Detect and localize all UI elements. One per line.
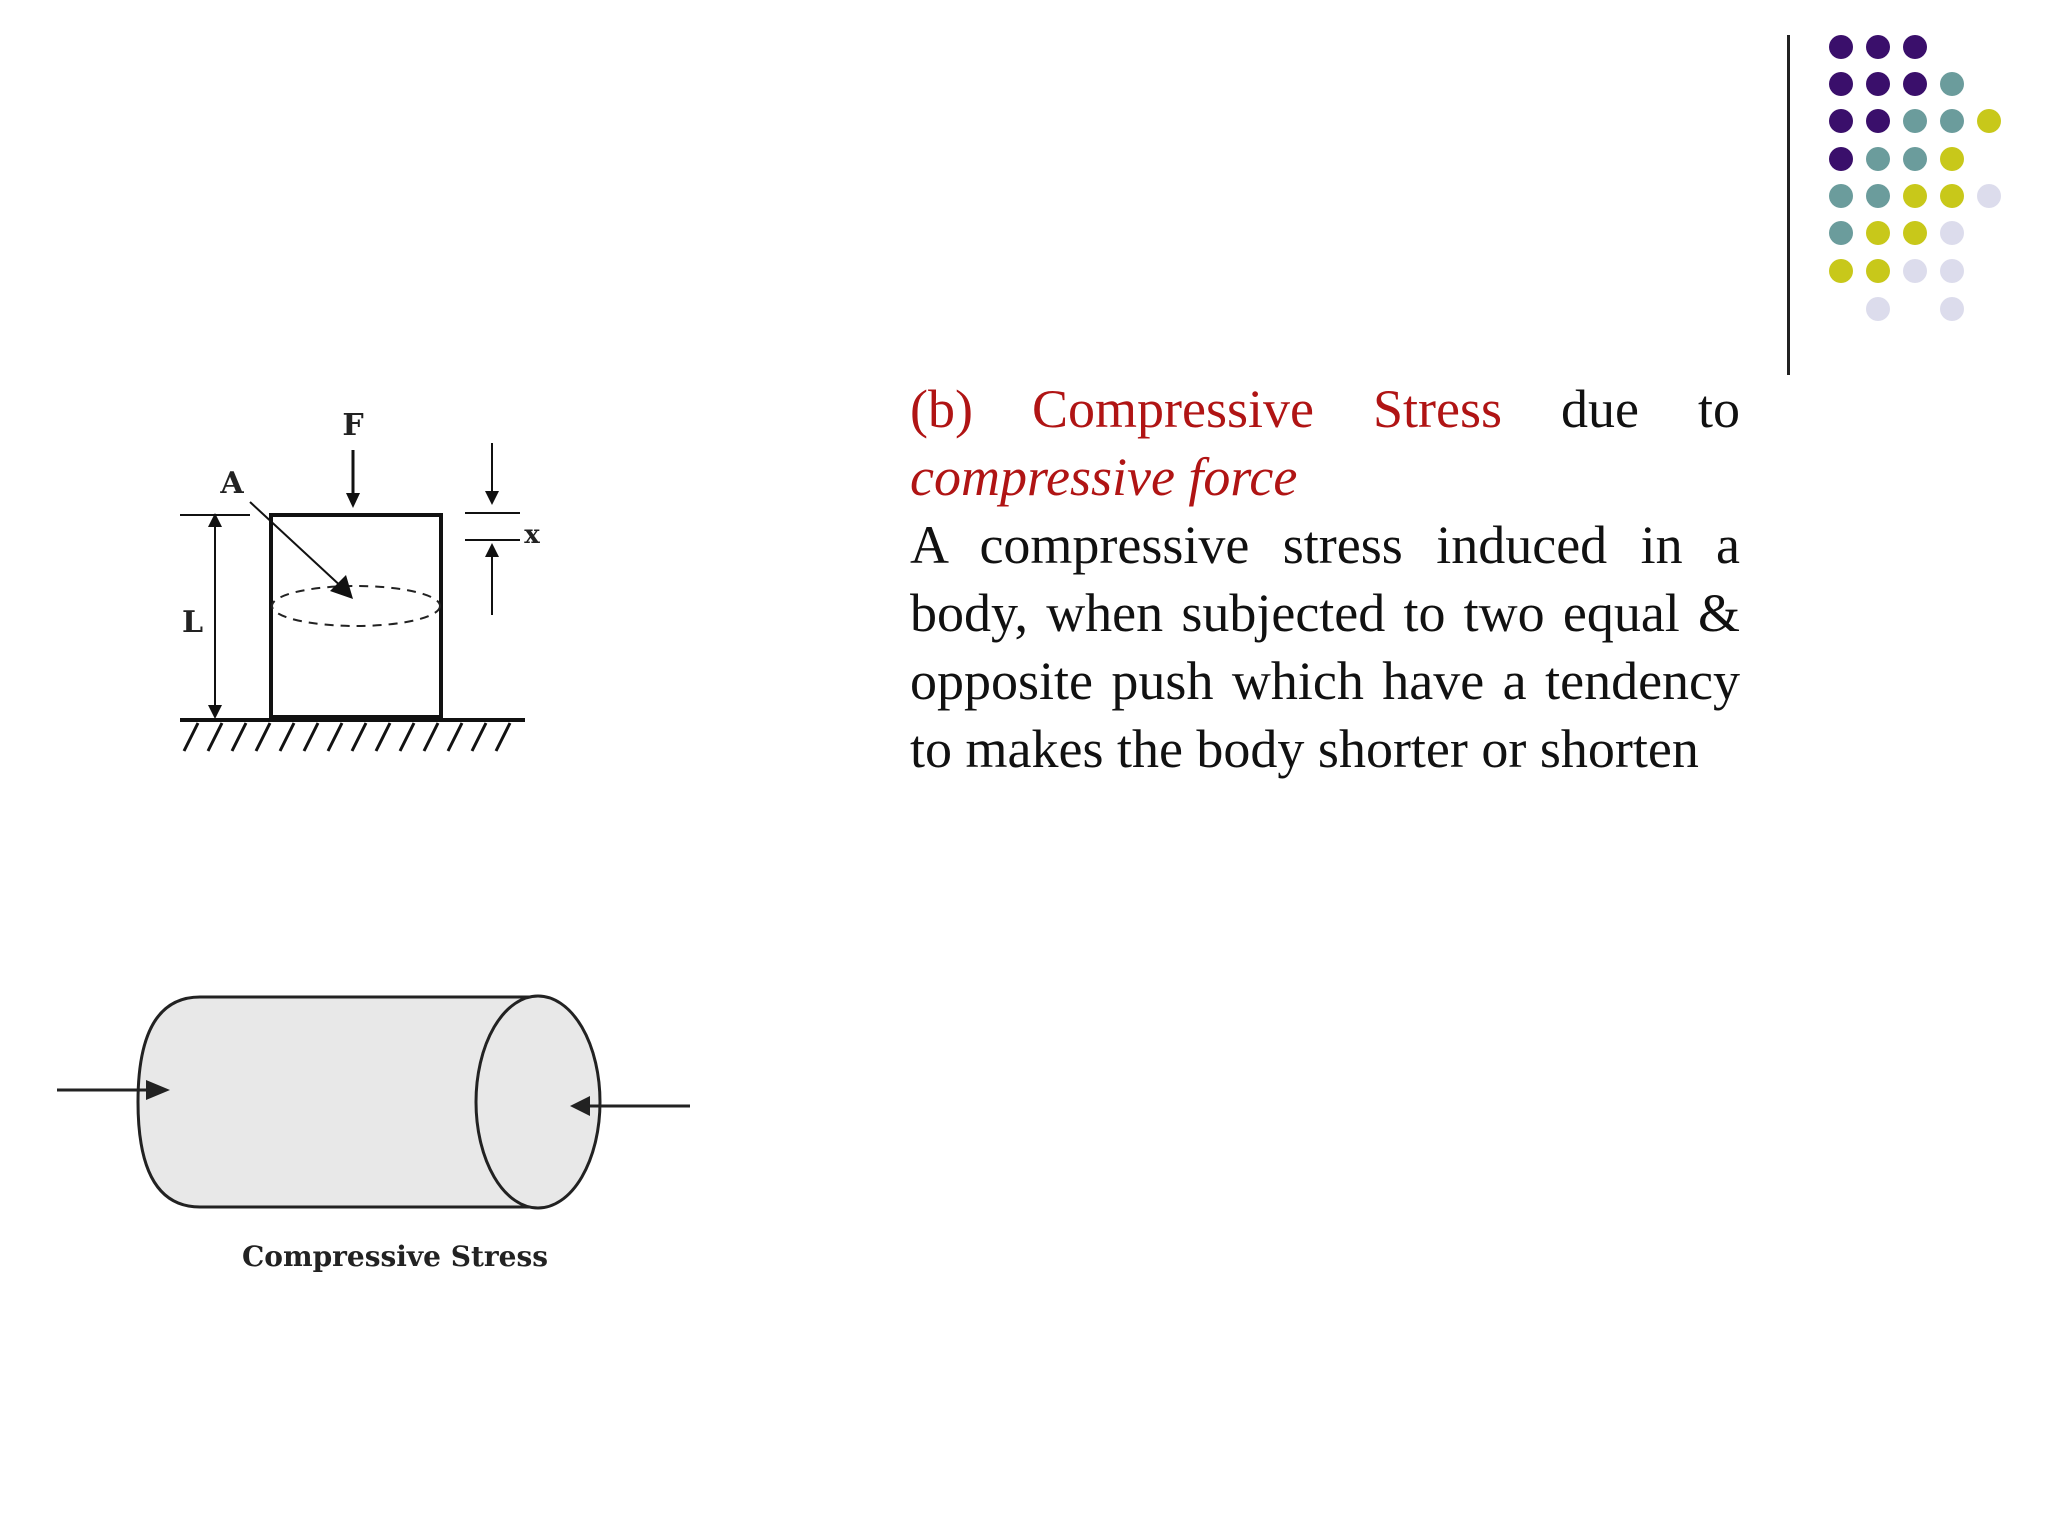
deformation-label: x — [524, 520, 540, 550]
block-compression-diagram: F A L — [180, 408, 540, 752]
force-label: F — [342, 408, 363, 443]
body-paragraph: A compressive stress induced in a body, … — [910, 515, 1740, 779]
slide-text: (b) Compressive Stress due to compressiv… — [910, 375, 1740, 783]
section-heading: (b) Compressive Stress due to — [910, 375, 1740, 443]
figure-caption: Compressive Stress — [242, 1240, 548, 1273]
area-label: A — [219, 466, 244, 501]
length-label: L — [182, 605, 203, 640]
heading-label: (b) — [910, 379, 973, 439]
heading-title-2: Stress — [1372, 379, 1502, 439]
heading-word-due: due — [1560, 379, 1639, 439]
heading-word-to: to — [1697, 379, 1740, 439]
heading-subtitle: compressive force — [910, 447, 1298, 507]
decorative-dot-grid — [1829, 35, 2001, 321]
cylinder-compression-diagram: Compressive Stress — [57, 994, 690, 1273]
heading-title: Compressive — [1031, 379, 1314, 439]
vertical-divider — [1787, 35, 1790, 375]
